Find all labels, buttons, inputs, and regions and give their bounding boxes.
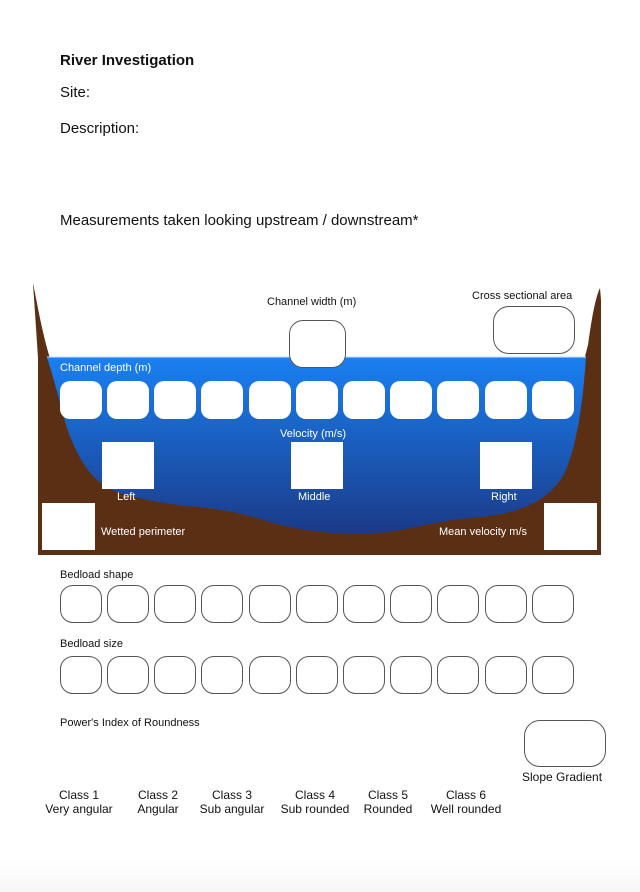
velocity-left-label: Left [117, 491, 136, 503]
class-number: Class 1 [58, 788, 99, 802]
channel-depth-box-10[interactable] [485, 381, 527, 419]
bedload-size-box-1[interactable] [60, 656, 102, 694]
roundness-class-6-label: Class 6 Well rounded [421, 788, 511, 816]
channel-depth-box-2[interactable] [107, 381, 149, 419]
channel-width-label: Channel width (m) [267, 296, 357, 308]
class-number: Class 4 [294, 788, 335, 802]
bedload-shape-box-11[interactable] [532, 585, 574, 623]
slope-gradient-input-box[interactable] [524, 720, 606, 767]
wetted-perimeter-label: Wetted perimeter [101, 526, 186, 538]
bedload-shape-label: Bedload shape [60, 569, 134, 581]
bedload-shape-box-6[interactable] [296, 585, 338, 623]
roundness-class-4-label: Class 4 Sub rounded [270, 788, 360, 816]
bedload-shape-box-2[interactable] [107, 585, 149, 623]
channel-depth-label: Channel depth (m) [60, 362, 152, 374]
wetted-perimeter-box[interactable] [42, 503, 95, 550]
channel-depth-box-1[interactable] [60, 381, 102, 419]
bedload-size-box-4[interactable] [201, 656, 243, 694]
class-name: Very angular [45, 802, 113, 816]
bedload-shape-box-7[interactable] [343, 585, 385, 623]
bedload-size-box-8[interactable] [390, 656, 432, 694]
roundness-class-2-label: Class 2 Angular [113, 788, 203, 816]
roundness-index-title: Power's Index of Roundness [60, 717, 200, 729]
class-name: Sub angular [199, 802, 265, 816]
channel-depth-box-7[interactable] [343, 381, 385, 419]
velocity-middle-label: Middle [298, 491, 331, 503]
bedload-shape-box-5[interactable] [249, 585, 291, 623]
roundness-class-1-label: Class 1 Very angular [34, 788, 124, 816]
bedload-size-box-6[interactable] [296, 656, 338, 694]
class-name: Well rounded [430, 802, 502, 816]
class-name: Rounded [363, 802, 413, 816]
site-label: Site: [60, 84, 91, 101]
slope-gradient-label: Slope Gradient [522, 770, 603, 784]
bedload-size-box-11[interactable] [532, 656, 574, 694]
class-number: Class 5 [367, 788, 408, 802]
bedload-shape-box-9[interactable] [437, 585, 479, 623]
velocity-middle-box[interactable] [291, 442, 343, 489]
bedload-size-box-3[interactable] [154, 656, 196, 694]
velocity-right-box[interactable] [480, 442, 532, 489]
cross-sectional-area-label: Cross sectional area [472, 290, 573, 302]
bedload-shape-box-8[interactable] [390, 585, 432, 623]
bedload-shape-box-1[interactable] [60, 585, 102, 623]
class-name: Sub rounded [280, 802, 350, 816]
channel-depth-box-11[interactable] [532, 381, 574, 419]
bedload-size-box-5[interactable] [249, 656, 291, 694]
class-number: Class 3 [211, 788, 252, 802]
channel-depth-box-3[interactable] [154, 381, 196, 419]
channel-width-input-box[interactable] [289, 320, 346, 368]
channel-depth-box-4[interactable] [201, 381, 243, 419]
channel-depth-box-6[interactable] [296, 381, 338, 419]
bedload-shape-box-4[interactable] [201, 585, 243, 623]
bedload-size-box-2[interactable] [107, 656, 149, 694]
measurement-direction-note: Measurements taken looking upstream / do… [60, 212, 419, 229]
bedload-shape-box-10[interactable] [485, 585, 527, 623]
roundness-class-3-label: Class 3 Sub angular [187, 788, 277, 816]
class-number: Class 6 [445, 788, 486, 802]
roundness-class-5-label: Class 5 Rounded [343, 788, 433, 816]
channel-depth-box-5[interactable] [249, 381, 291, 419]
velocity-right-label: Right [491, 491, 517, 503]
bedload-shape-box-3[interactable] [154, 585, 196, 623]
class-number: Class 2 [137, 788, 178, 802]
bedload-size-box-7[interactable] [343, 656, 385, 694]
bedload-size-box-10[interactable] [485, 656, 527, 694]
cross-sectional-area-input-box[interactable] [493, 306, 575, 354]
bedload-size-label: Bedload size [60, 638, 123, 650]
channel-depth-box-8[interactable] [390, 381, 432, 419]
velocity-left-box[interactable] [102, 442, 154, 489]
bedload-size-box-9[interactable] [437, 656, 479, 694]
mean-velocity-label: Mean velocity m/s [439, 526, 528, 538]
channel-depth-box-9[interactable] [437, 381, 479, 419]
mean-velocity-box[interactable] [544, 503, 597, 550]
class-name: Angular [137, 802, 179, 816]
page-title: River Investigation [60, 52, 195, 69]
velocity-label: Velocity (m/s) [280, 428, 347, 440]
description-label: Description: [60, 120, 140, 137]
